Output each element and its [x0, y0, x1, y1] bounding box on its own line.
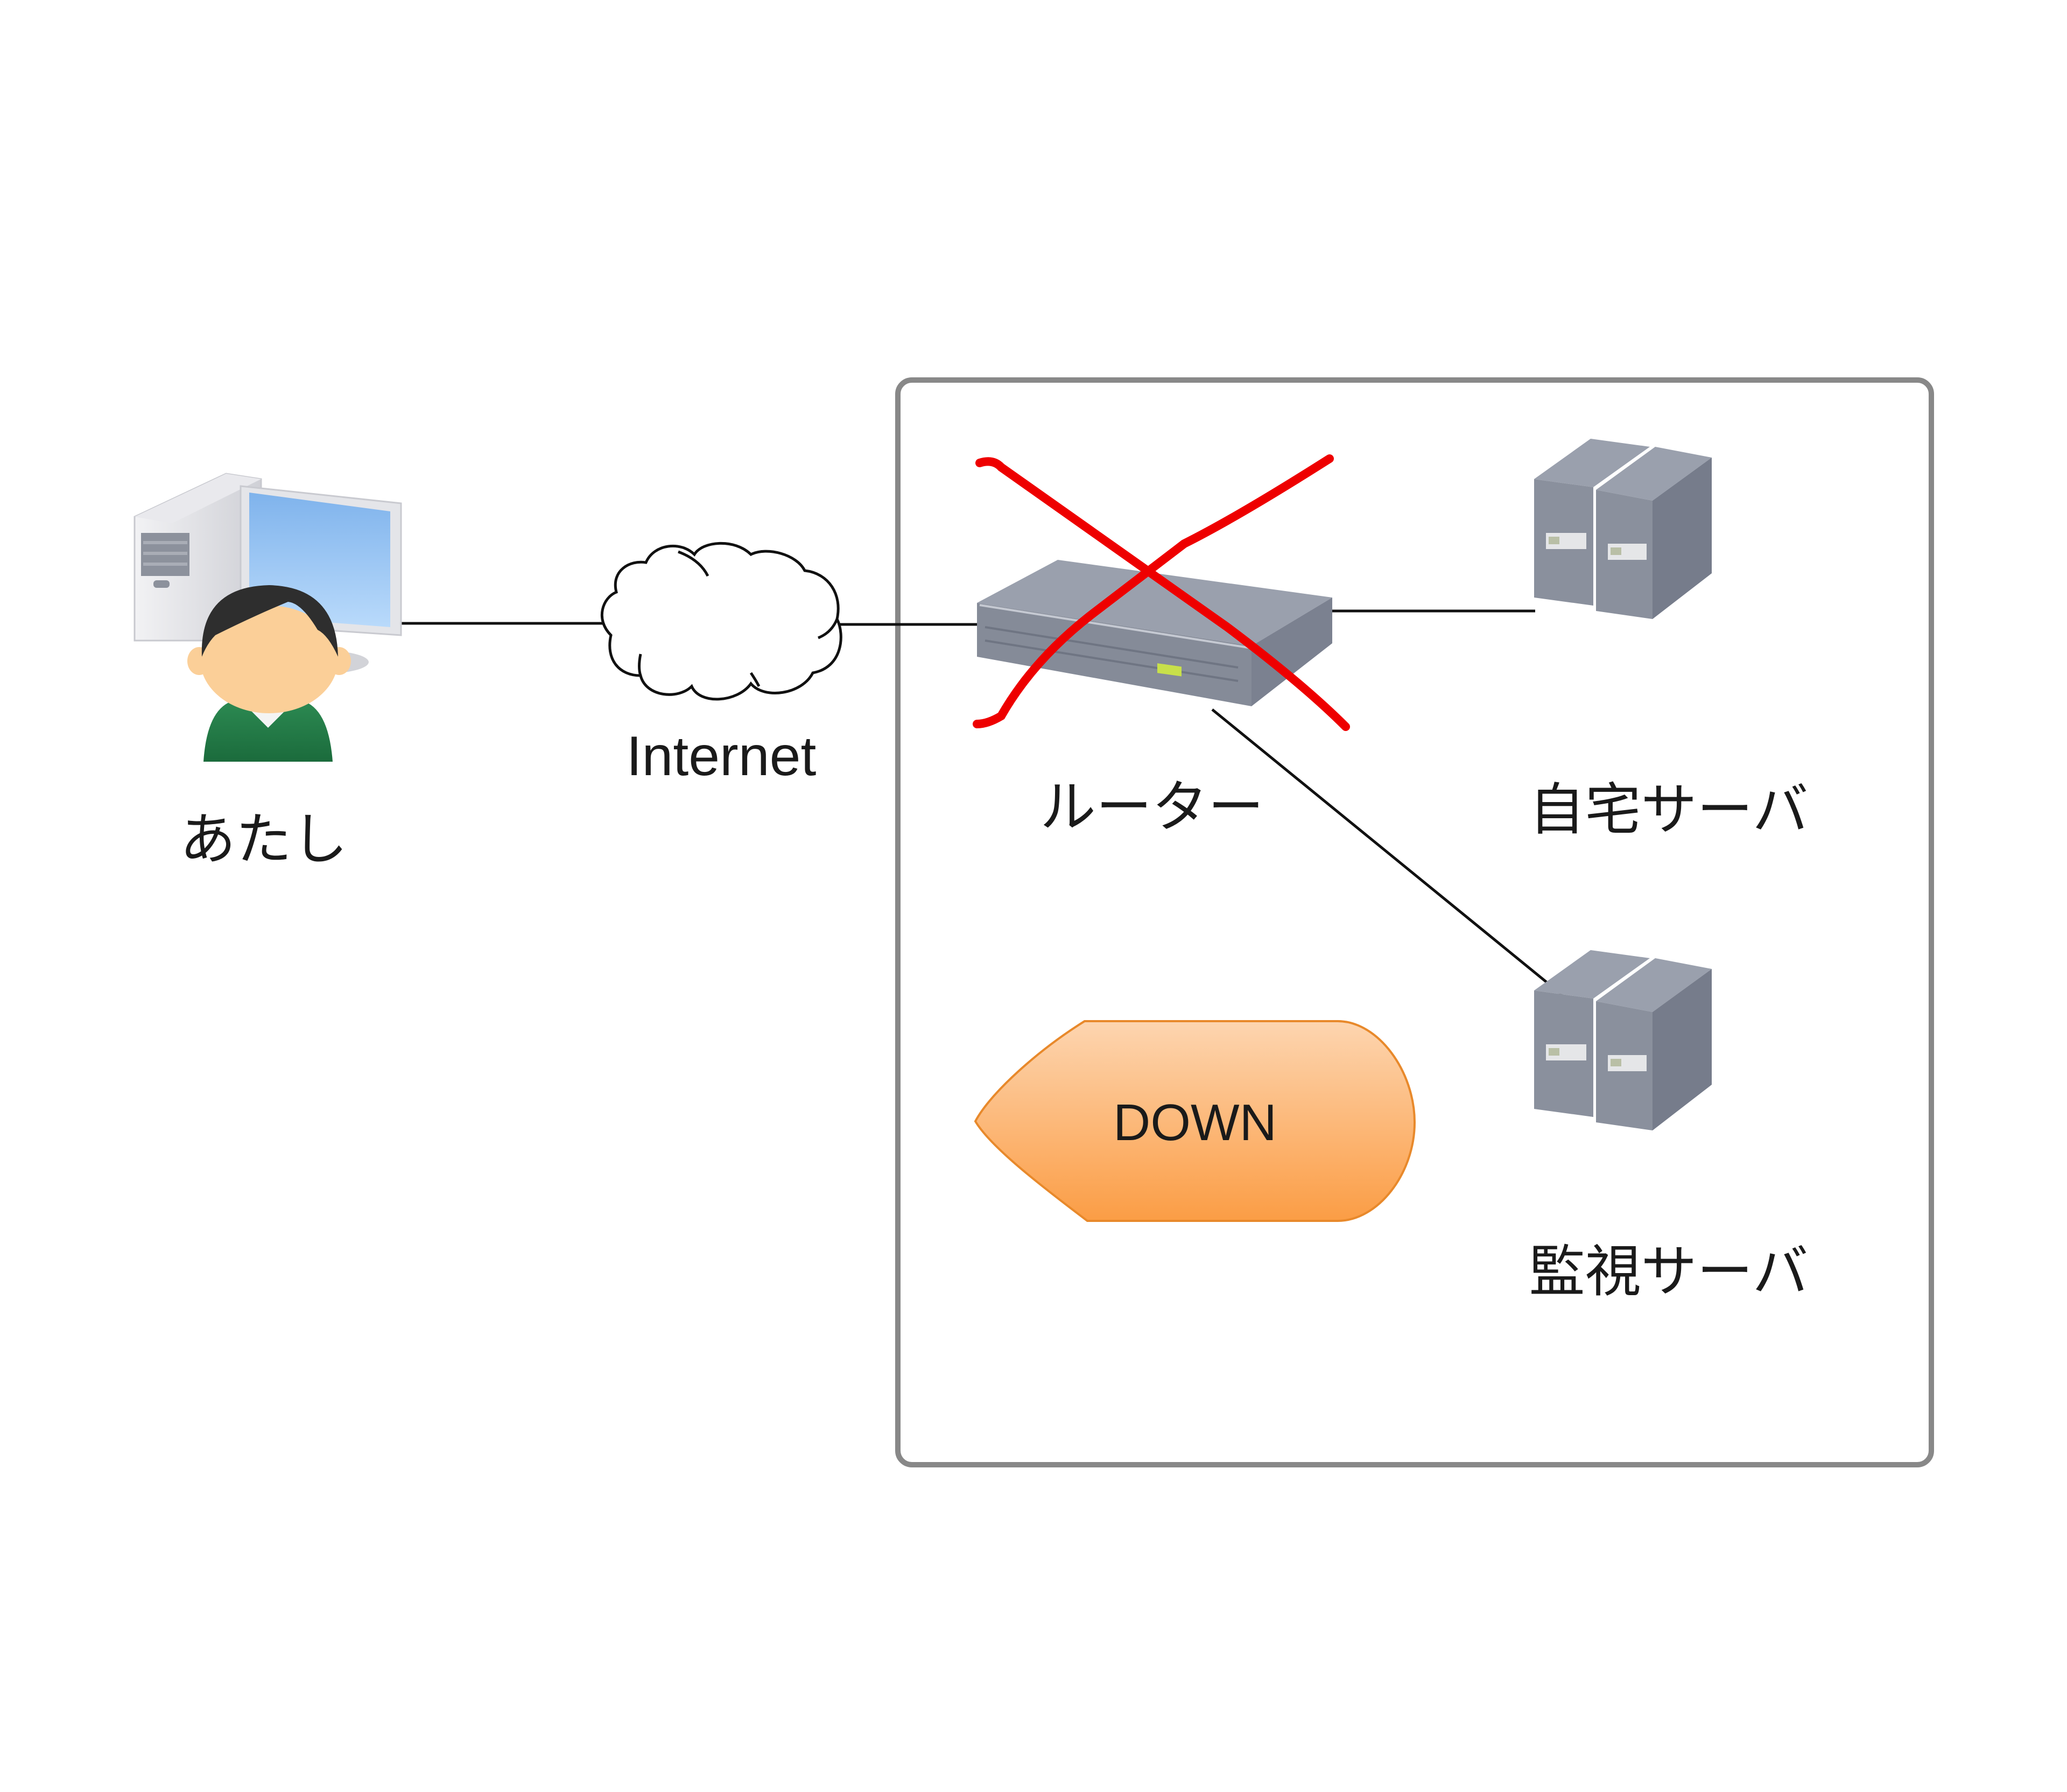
server-tower-left — [1534, 950, 1650, 1117]
edges — [401, 609, 1563, 996]
monitor-server-label: 監視サーバ — [1529, 1239, 1809, 1304]
user-pc-icon[interactable] — [133, 473, 402, 762]
down-status-badge: DOWN — [974, 1020, 1416, 1222]
home-server-icon[interactable] — [1534, 439, 1712, 619]
down-status-text: DOWN — [1113, 1094, 1277, 1151]
edge-router-monitor-server — [1211, 708, 1563, 996]
internet-label: Internet — [627, 725, 817, 788]
user-label: あたし — [180, 806, 348, 872]
home-server-label: 自宅サーバ — [1529, 777, 1809, 842]
router-status-led-icon — [1157, 663, 1182, 677]
person-avatar-icon — [187, 585, 351, 762]
server-tower-left — [1534, 439, 1650, 606]
server-tower-right — [1596, 447, 1712, 619]
monitor-server-icon[interactable] — [1534, 950, 1712, 1130]
failure-x-icon — [973, 454, 1350, 731]
router-label: ルーター — [1040, 774, 1264, 840]
server-tower-right — [1596, 958, 1712, 1130]
router-icon[interactable] — [977, 560, 1332, 706]
cloud-icon[interactable] — [600, 542, 842, 701]
